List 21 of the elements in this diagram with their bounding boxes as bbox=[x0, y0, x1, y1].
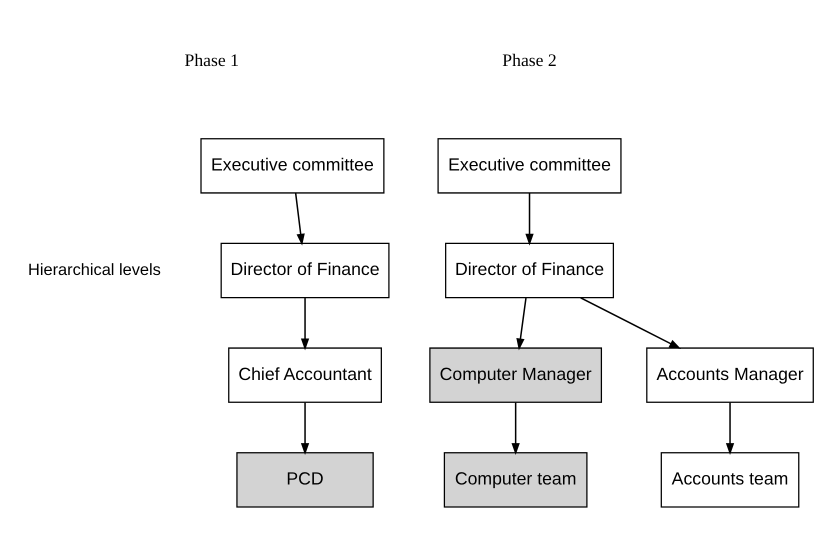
label: Phase 2 bbox=[502, 50, 557, 70]
node-box: Chief Accountant bbox=[228, 347, 382, 403]
arrow bbox=[294, 193, 305, 246]
arrow bbox=[512, 402, 520, 455]
arrow bbox=[300, 298, 310, 350]
node-box: Accounts Manager bbox=[646, 347, 814, 403]
label: Phase 1 bbox=[184, 50, 239, 70]
label: Hierarchical levels bbox=[28, 260, 161, 279]
arrow bbox=[516, 298, 527, 350]
node-box: Executive committee bbox=[437, 138, 622, 194]
node-box: Director of Finance bbox=[220, 242, 390, 298]
arrow bbox=[300, 402, 310, 455]
node-box: Computer team bbox=[444, 452, 588, 508]
arrow bbox=[525, 193, 534, 246]
arrow bbox=[726, 402, 734, 455]
node-box: Director of Finance bbox=[445, 242, 614, 298]
node-box: Accounts team bbox=[660, 452, 800, 508]
node-box: PCD bbox=[236, 452, 374, 508]
node-box: Computer Manager bbox=[429, 347, 602, 403]
arrow bbox=[580, 297, 682, 349]
node-box: Executive committee bbox=[200, 138, 384, 194]
